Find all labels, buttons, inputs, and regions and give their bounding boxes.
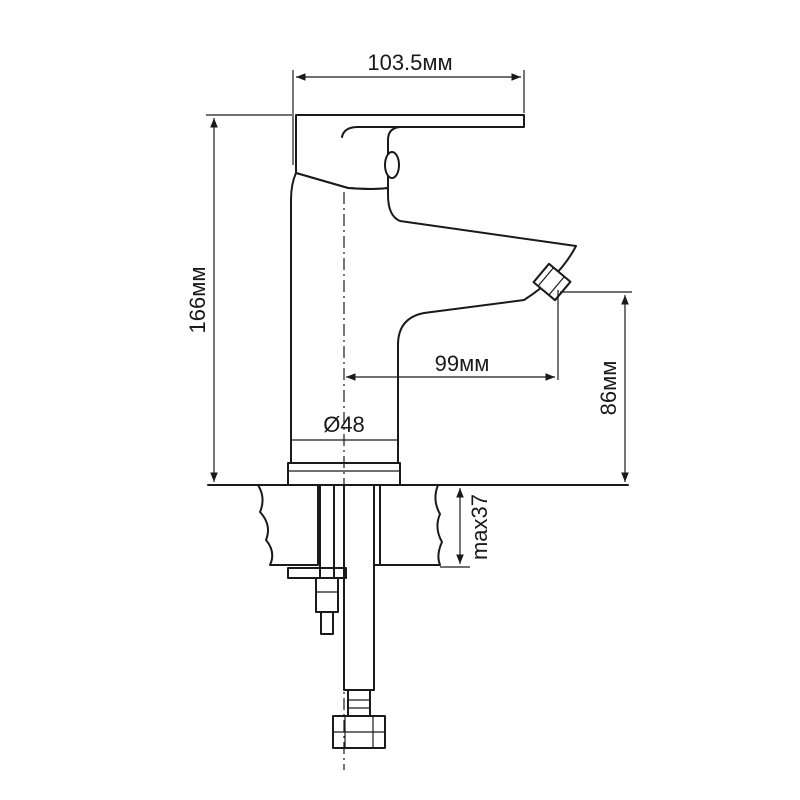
- lever-handle: [295, 114, 525, 190]
- stud-end: [320, 611, 334, 635]
- fixing-plate: [287, 567, 347, 579]
- dimension-spout-reach: 99мм: [346, 290, 559, 381]
- handle-inner-curve: [341, 126, 401, 138]
- mounting-rod-left: [319, 484, 335, 581]
- dim-label-handle-length: 103.5мм: [367, 50, 452, 75]
- aerator: [532, 262, 572, 302]
- handle-knob: [384, 151, 400, 179]
- countertop-left-block: [257, 484, 319, 566]
- dim-label-total-height: 166мм: [185, 267, 210, 334]
- dimension-handle-length: 103.5мм: [292, 50, 525, 165]
- dim-label-spout-height: 86мм: [596, 361, 621, 416]
- dim-label-max-countertop: max37: [467, 494, 492, 560]
- fixing-nut: [315, 577, 339, 613]
- mounting-hardware: [287, 484, 386, 749]
- dimension-spout-height: 86мм: [560, 291, 632, 482]
- dimension-base-diameter: Ø48: [290, 412, 399, 448]
- dim-label-base-diameter: Ø48: [323, 412, 365, 437]
- dim-label-spout-reach: 99мм: [435, 351, 490, 376]
- dimension-max-countertop: max37: [440, 488, 492, 568]
- countertop-right-block: [379, 484, 443, 566]
- dimension-total-height: 166мм: [185, 114, 292, 482]
- hose-fitting-sleeve: [347, 689, 371, 717]
- braided-hose: [343, 484, 375, 691]
- countertop: [207, 484, 629, 566]
